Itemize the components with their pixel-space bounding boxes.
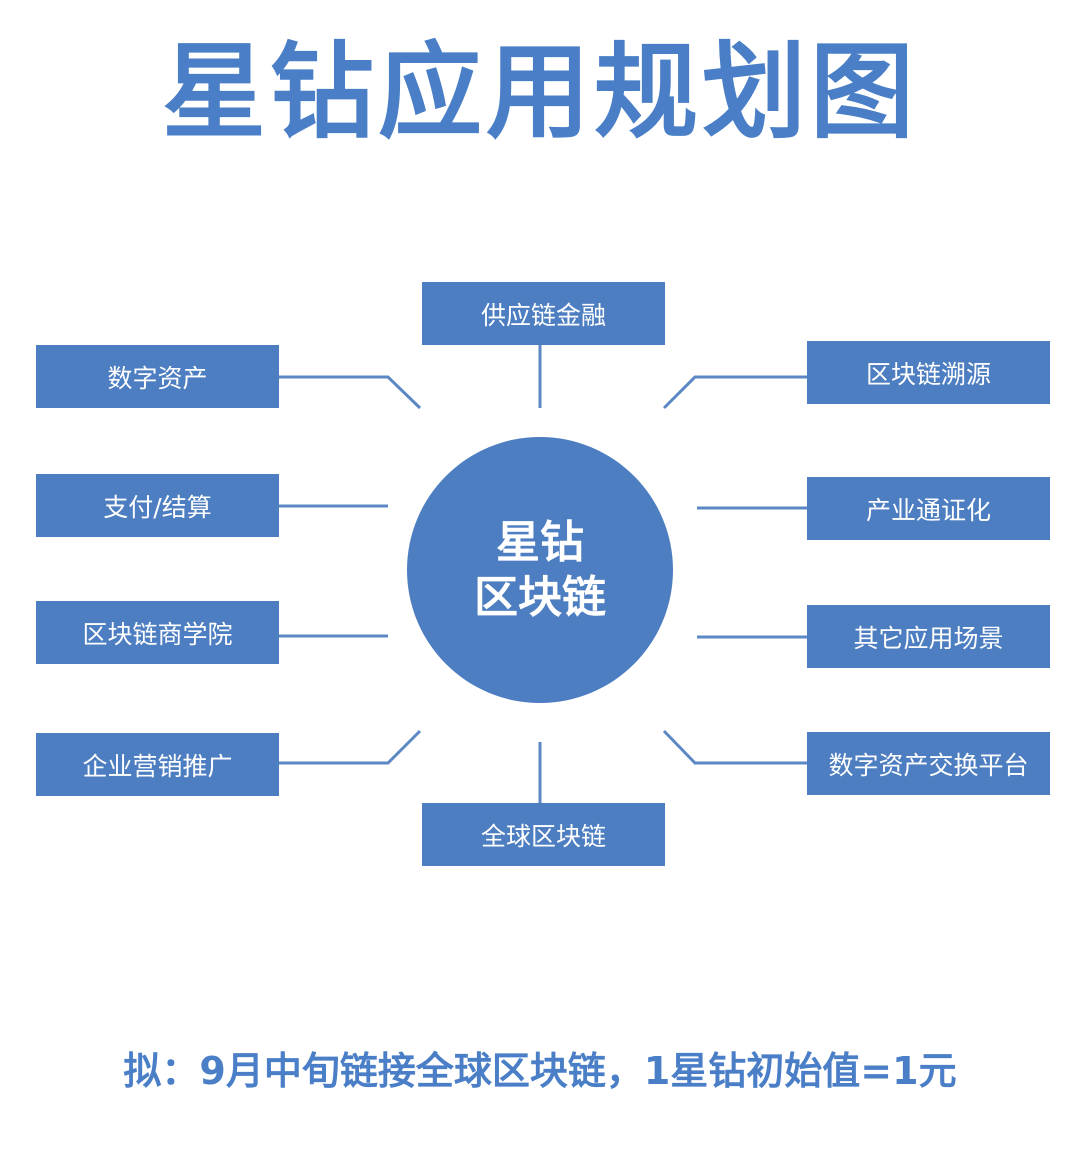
node-right-4: 数字资产交换平台 xyxy=(807,732,1050,795)
node-left-3: 区块链商学院 xyxy=(36,601,279,664)
hub-line-1: 星钻 xyxy=(496,517,584,568)
node-bottom: 全球区块链 xyxy=(422,803,665,866)
node-left-2: 支付/结算 xyxy=(36,474,279,537)
connector-left-4 xyxy=(279,729,422,765)
node-right-3: 其它应用场景 xyxy=(807,605,1050,668)
page-title: 星钻应用规划图 xyxy=(161,31,918,153)
hub-line-2: 区块链 xyxy=(474,572,606,623)
node-right-1: 区块链溯源 xyxy=(807,341,1050,404)
hub-circle: 星钻 区块链 xyxy=(407,437,673,703)
connector-left-1 xyxy=(279,375,422,410)
node-right-2: 产业通证化 xyxy=(807,477,1050,540)
footer-note: 拟：9月中旬链接全球区块链，1星钻初始值=1元 xyxy=(123,1049,957,1093)
node-left-1: 数字资产 xyxy=(36,345,279,408)
connector-right-4 xyxy=(662,729,807,765)
connector-right-1 xyxy=(662,375,807,410)
node-left-4: 企业营销推广 xyxy=(36,733,279,796)
node-top: 供应链金融 xyxy=(422,282,665,345)
